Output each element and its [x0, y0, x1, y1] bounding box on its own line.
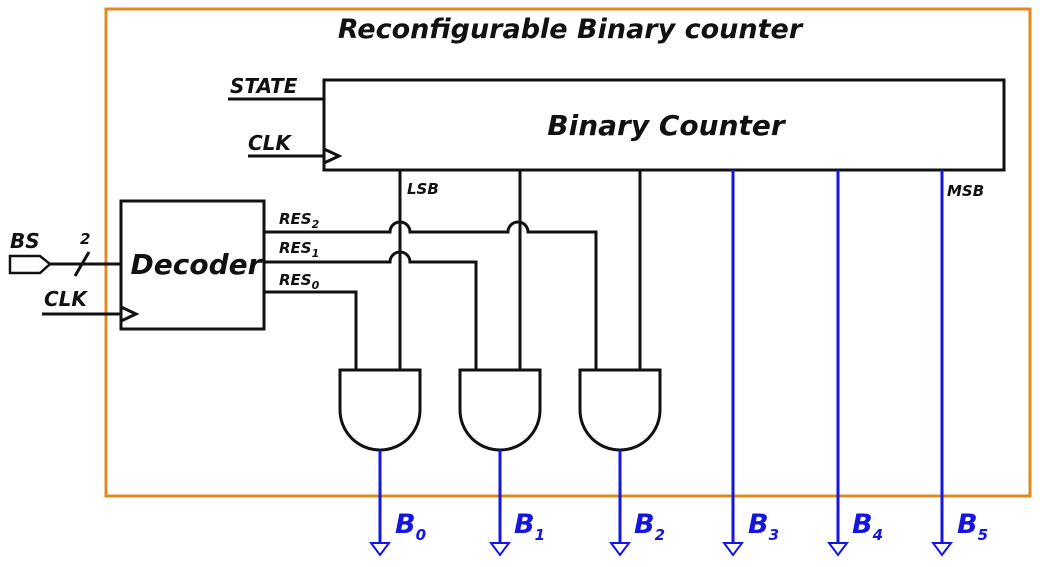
bus-slash: [73, 251, 91, 277]
output-label-b4: B4: [852, 509, 883, 544]
res1-label: RES1: [279, 239, 319, 260]
lsb-label: LSB: [407, 180, 439, 198]
diagram-title: Reconfigurable Binary counter: [338, 14, 804, 45]
bus-width-label: 2: [80, 230, 90, 248]
decoder-label: Decoder: [131, 248, 264, 281]
counter-clk-label: CLK: [248, 131, 292, 155]
and-gate-2: [578, 368, 662, 452]
output-arrow-b2: [609, 542, 631, 557]
output-arrow-b4: [827, 542, 849, 557]
res0-label: RES0: [279, 271, 320, 292]
decoder-clk-label: CLK: [44, 287, 88, 311]
output-arrow-b3: [722, 542, 744, 557]
msb-label: MSB: [947, 182, 984, 200]
res2-wire: [264, 220, 598, 371]
output-label-b3: B3: [748, 509, 779, 544]
and-gate-0: [338, 368, 422, 452]
state-label: STATE: [230, 74, 298, 98]
and-gate-1: [458, 368, 542, 452]
decoder-block: [119, 199, 266, 331]
decoder-clock-triangle: [120, 305, 140, 323]
binary-counter-label: Binary Counter: [547, 109, 787, 142]
output-arrow-b5: [931, 542, 953, 557]
res1-wire: [264, 250, 478, 371]
binary-counter-block: [322, 78, 1006, 172]
output-label-b0: B0: [395, 509, 426, 544]
output-label-b5: B5: [957, 509, 988, 544]
output-label-b1: B1: [514, 509, 545, 544]
bs-input-port: [8, 254, 52, 275]
res2-label: RES2: [279, 210, 320, 231]
bs-label: BS: [10, 229, 40, 253]
output-arrow-b1: [489, 542, 511, 557]
counter-clock-triangle: [323, 147, 343, 165]
res0-wire: [264, 290, 358, 371]
outer-frame: [104, 7, 1032, 498]
output-arrow-b0: [369, 542, 391, 557]
output-label-b2: B2: [634, 509, 665, 544]
